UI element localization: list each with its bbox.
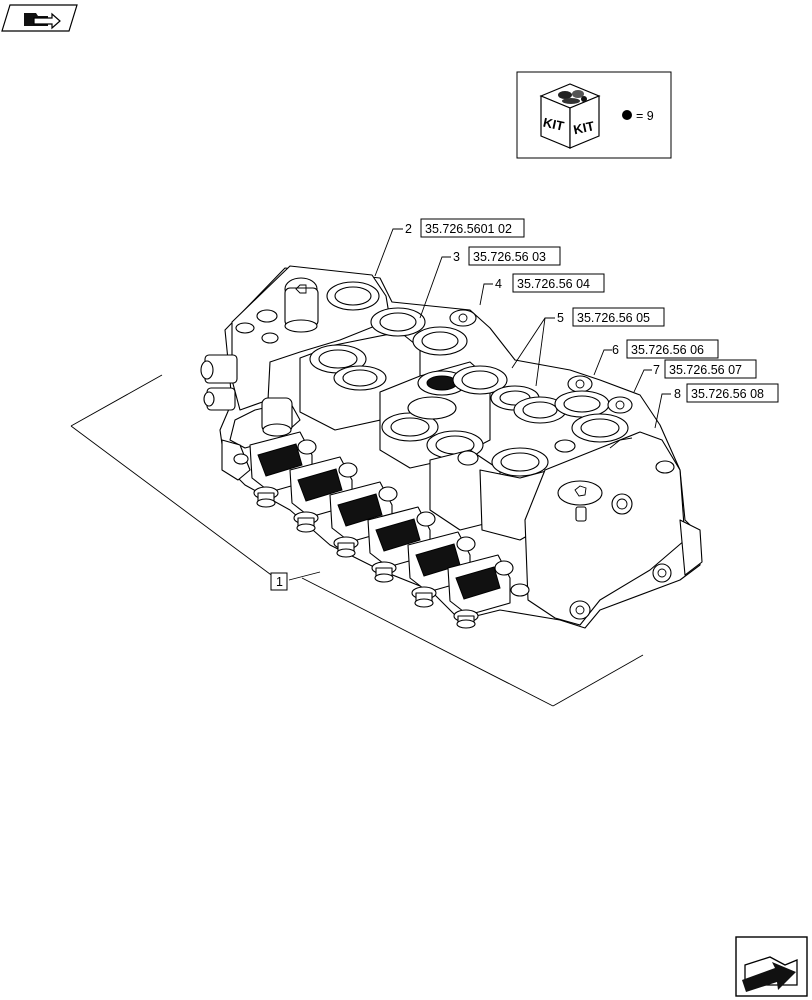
solenoid-4 [367, 506, 436, 583]
control-valve-assembly [200, 265, 703, 629]
kit-label-right: KIT [572, 118, 596, 137]
reference-code: 35.726.56 05 [577, 311, 650, 325]
solenoid-6 [447, 554, 530, 629]
callout-8[interactable]: 8 35.726.56 08 [674, 383, 779, 403]
callout-number: 4 [495, 277, 502, 291]
callout-number: 2 [405, 222, 412, 236]
reference-code: 35.726.5601 02 [425, 222, 512, 236]
kit-bullet-icon [622, 110, 632, 120]
callout-number: 3 [453, 250, 460, 264]
kit-label-left: KIT [542, 115, 566, 134]
callout-5[interactable]: 5 35.726.56 05 [557, 307, 665, 327]
callout-6[interactable]: 6 35.726.56 06 [612, 339, 719, 359]
callout-number: 1 [276, 575, 283, 589]
reference-code: 35.726.56 08 [691, 387, 764, 401]
kit-legend-text: = 9 [636, 109, 654, 123]
kit-legend-box: KIT KIT = 9 [516, 71, 672, 159]
callout-number: 5 [557, 311, 564, 325]
section-7 [554, 390, 633, 453]
callout-number: 8 [674, 387, 681, 401]
kit-box-icon: KIT KIT [539, 83, 601, 149]
leader-lines [288, 228, 671, 581]
outlet-section [524, 431, 703, 626]
callout-2[interactable]: 2 35.726.5601 02 [405, 218, 525, 238]
callout-7[interactable]: 7 35.726.56 07 [653, 359, 757, 379]
reference-code: 35.726.56 04 [517, 277, 590, 291]
callout-1[interactable]: 1 [270, 572, 288, 591]
callout-number: 6 [612, 343, 619, 357]
reference-code: 35.726.56 06 [631, 343, 704, 357]
callout-3[interactable]: 3 35.726.56 03 [453, 246, 561, 266]
folder-arrow-icon[interactable] [1, 4, 78, 32]
assembly-bracket [70, 374, 644, 707]
callout-number: 7 [653, 363, 660, 377]
callout-4[interactable]: 4 35.726.56 04 [495, 273, 605, 293]
reference-code: 35.726.56 07 [669, 363, 742, 377]
next-page-arrow-icon[interactable] [735, 936, 808, 997]
inlet-section [200, 265, 391, 481]
reference-code: 35.726.56 03 [473, 250, 546, 264]
solenoid-actuators [249, 431, 530, 629]
